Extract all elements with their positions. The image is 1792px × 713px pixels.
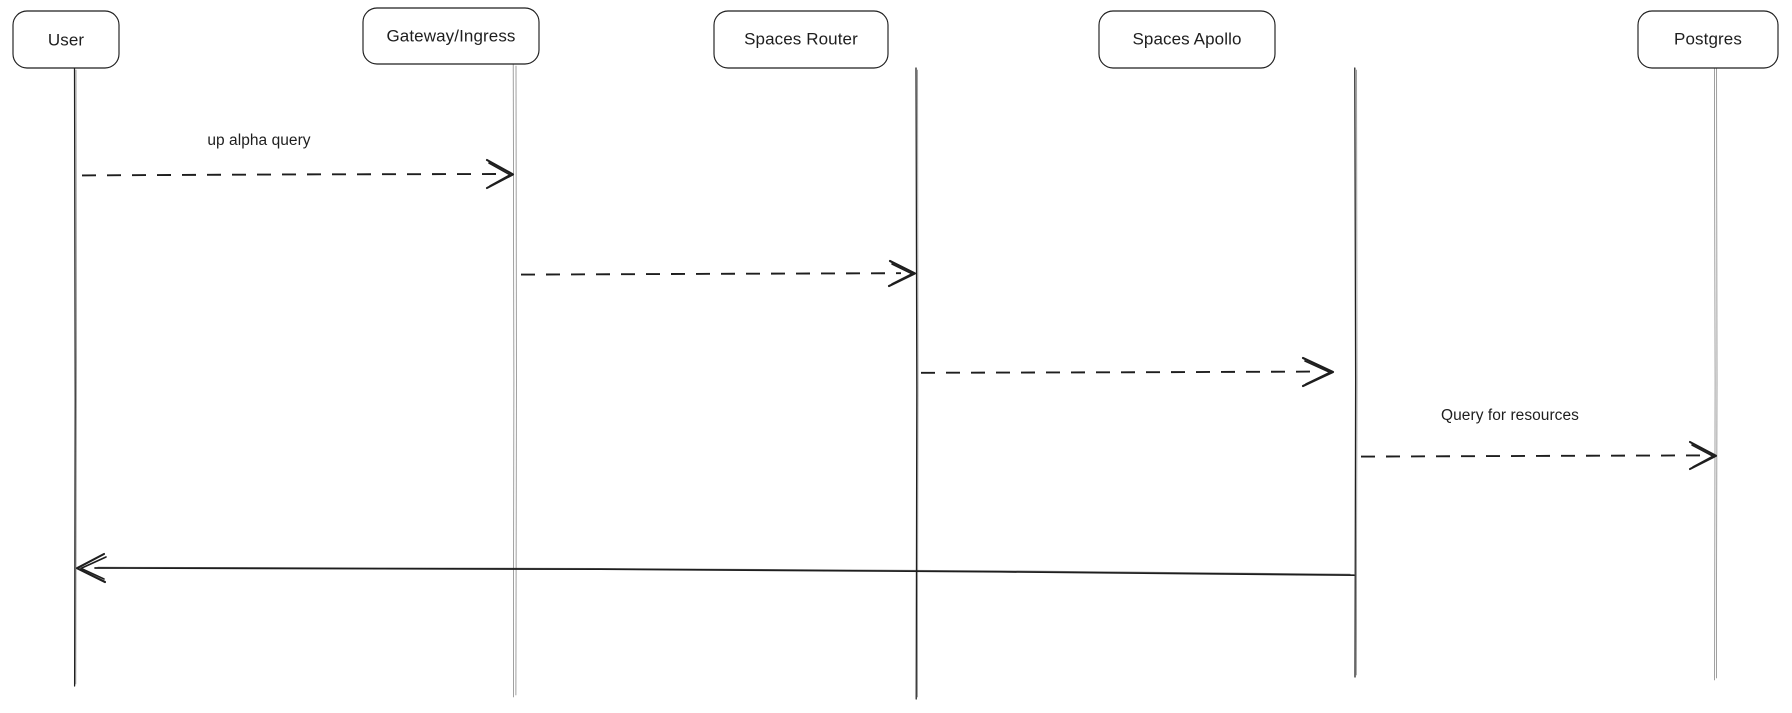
message-gateway-to-router[interactable] [520,259,917,288]
participant-postgres-label: Postgres [1674,29,1742,48]
lifeline-gateway [512,63,517,698]
participant-spaces-router[interactable]: Spaces Router [713,10,889,69]
participant-spaces-apollo-label: Spaces Apollo [1132,29,1241,48]
message-query-for-resources[interactable] [1360,440,1718,471]
participant-user-label: User [48,30,85,49]
participant-gateway[interactable]: Gateway/Ingress [362,7,540,65]
participant-boxes-layer: User Gateway/Ingress Spaces Router Space… [12,7,1779,69]
participant-user[interactable]: User [12,10,120,69]
message-labels-layer: up alpha query Query for resources [207,132,1579,424]
participant-spaces-apollo[interactable]: Spaces Apollo [1098,10,1276,69]
lifeline-spaces-router [915,67,919,700]
message-label-up-alpha-query: up alpha query [207,132,310,149]
participant-postgres[interactable]: Postgres [1637,10,1779,69]
message-label-query-for-resources: Query for resources [1441,407,1579,424]
lifelines-layer [73,63,1718,700]
message-up-alpha-query[interactable] [81,158,515,190]
message-return-to-user[interactable] [75,552,1355,584]
lifeline-user [73,67,77,687]
participant-spaces-router-label: Spaces Router [744,29,858,48]
message-router-to-apollo[interactable] [920,356,1335,388]
lifeline-postgres [1714,64,1718,681]
lifeline-spaces-apollo [1354,67,1358,678]
participant-gateway-label: Gateway/Ingress [386,26,515,45]
